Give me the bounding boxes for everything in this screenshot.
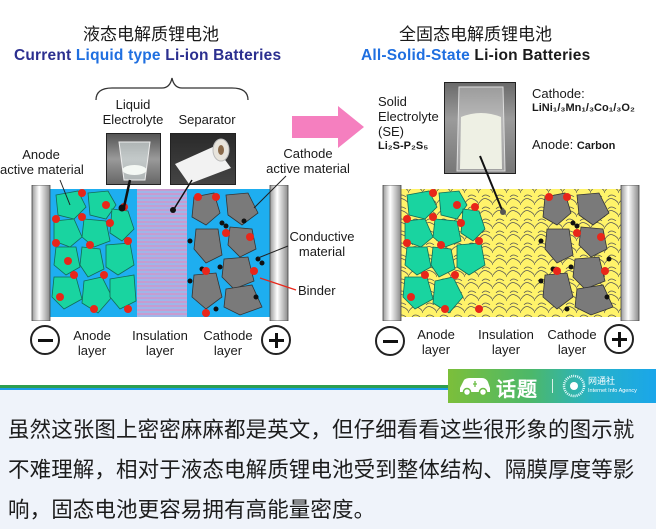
- cathode-active-line1: Cathode: [283, 146, 333, 161]
- banner-separator: [552, 379, 553, 393]
- liquid-electrolyte-line2: Electrolyte: [102, 112, 164, 127]
- solid-battery-cell-diagram: [382, 185, 640, 321]
- left-title-en-part2: Liquid type: [75, 47, 161, 64]
- liquid-electrolyte-label: Liquid Electrolyte: [98, 97, 168, 127]
- separator-label: Separator: [178, 112, 236, 127]
- layer-line2: layer: [421, 342, 451, 357]
- conductive-line1: Conductive: [289, 229, 355, 244]
- conductive-material-label: Conductive material: [282, 229, 362, 259]
- negative-terminal-icon: [30, 325, 60, 355]
- layer-line2: layer: [491, 342, 521, 357]
- liquid-electrolyte-photo: [106, 133, 161, 185]
- layer-line1: Cathode: [203, 328, 253, 343]
- left-title-en-part3: Li-ion Batteries: [160, 47, 282, 64]
- layer-line1: Cathode: [547, 327, 597, 342]
- se-line2: Electrolyte: [378, 109, 439, 124]
- layer-line1: Anode: [73, 328, 111, 343]
- right-title-en-part1: All-Solid-State: [361, 47, 470, 64]
- cathode-formula: LiNi₁/₃Mn₁/₃Co₁/₃O₂: [532, 102, 635, 114]
- right-title-cn: 全固态电解质锂电池: [399, 25, 552, 45]
- left-anode-layer-label: Anode layer: [68, 328, 116, 358]
- topic-banner[interactable]: 话题 网通社 Internet Info Agency: [448, 369, 656, 403]
- cathode-label: Cathode:: [532, 86, 585, 101]
- layer-line2: layer: [145, 343, 175, 358]
- left-cathode-layer-label: Cathode layer: [198, 328, 258, 358]
- positive-terminal-icon: [261, 325, 291, 355]
- cathode-active-line2: active material: [266, 161, 350, 176]
- right-title-en-part2: Li-ion Batteries: [469, 47, 591, 64]
- transition-arrow-icon: [292, 106, 364, 148]
- right-insulation-layer-label: Insulation layer: [474, 327, 538, 357]
- right-anode-layer-label: Anode layer: [412, 327, 460, 357]
- right-cathode-layer-label: Cathode layer: [542, 327, 602, 357]
- liquid-electrolyte-line1: Liquid: [115, 97, 151, 112]
- liquid-battery-cell-diagram: [31, 185, 289, 321]
- caption-background: [0, 385, 656, 529]
- separator-photo: [170, 133, 236, 185]
- anode-active-line1: Anode: [22, 147, 60, 162]
- se-line1: Solid: [378, 94, 407, 109]
- left-title-en-part1: Current: [14, 47, 76, 64]
- anode-label: Anode:: [532, 137, 577, 152]
- se-formula: Li₂S-P₂S₅: [378, 140, 429, 152]
- layer-line2: layer: [557, 342, 587, 357]
- right-pointer-line: [479, 155, 506, 215]
- solid-electrolyte-photo: [444, 82, 516, 174]
- layer-line1: Insulation: [478, 327, 534, 342]
- left-title-cn: 液态电解质锂电池: [83, 25, 219, 45]
- car-icon: [460, 378, 490, 396]
- left-pointer-lines: [59, 175, 297, 291]
- divider-green: [0, 385, 656, 388]
- layer-line2: layer: [213, 343, 243, 358]
- agency-logo-icon: [562, 374, 586, 398]
- anode-composition-label: Anode: Carbon: [532, 137, 615, 154]
- topic-label: 话题: [496, 377, 538, 401]
- agency-name-en: Internet Info Agency: [588, 388, 637, 394]
- layer-line2: layer: [77, 343, 107, 358]
- anode-value: Carbon: [576, 140, 616, 152]
- se-line3: (SE): [378, 124, 404, 139]
- agency-name-cn: 网通社: [588, 377, 616, 387]
- right-title-en: All-Solid-State Li-ion Batteries: [361, 47, 590, 65]
- layer-line1: Insulation: [132, 328, 188, 343]
- solid-electrolyte-label: Solid Electrolyte (SE) Li₂S-P₂S₅: [378, 94, 439, 154]
- conductive-line2: material: [298, 244, 346, 259]
- brace-icon: [95, 77, 249, 101]
- divider-blue: [0, 388, 656, 390]
- anode-active-material-label: Anode active material: [0, 147, 84, 177]
- left-insulation-layer-label: Insulation layer: [128, 328, 192, 358]
- cathode-active-material-label: Cathode active material: [258, 146, 358, 176]
- caption-text: 虽然这张图上密密麻麻都是英文，但仔细看看这些很形象的图示就不难理解，相对于液态电…: [8, 418, 635, 523]
- positive-terminal-icon: [604, 324, 634, 354]
- negative-terminal-icon: [375, 326, 405, 356]
- anode-active-line2: active material: [0, 162, 84, 177]
- layer-line1: Anode: [417, 327, 455, 342]
- binder-label: Binder: [298, 283, 336, 298]
- left-title-en: Current Liquid type Li-ion Batteries: [14, 47, 281, 65]
- cathode-composition-label: Cathode: LiNi₁/₃Mn₁/₃Co₁/₃O₂: [532, 86, 635, 116]
